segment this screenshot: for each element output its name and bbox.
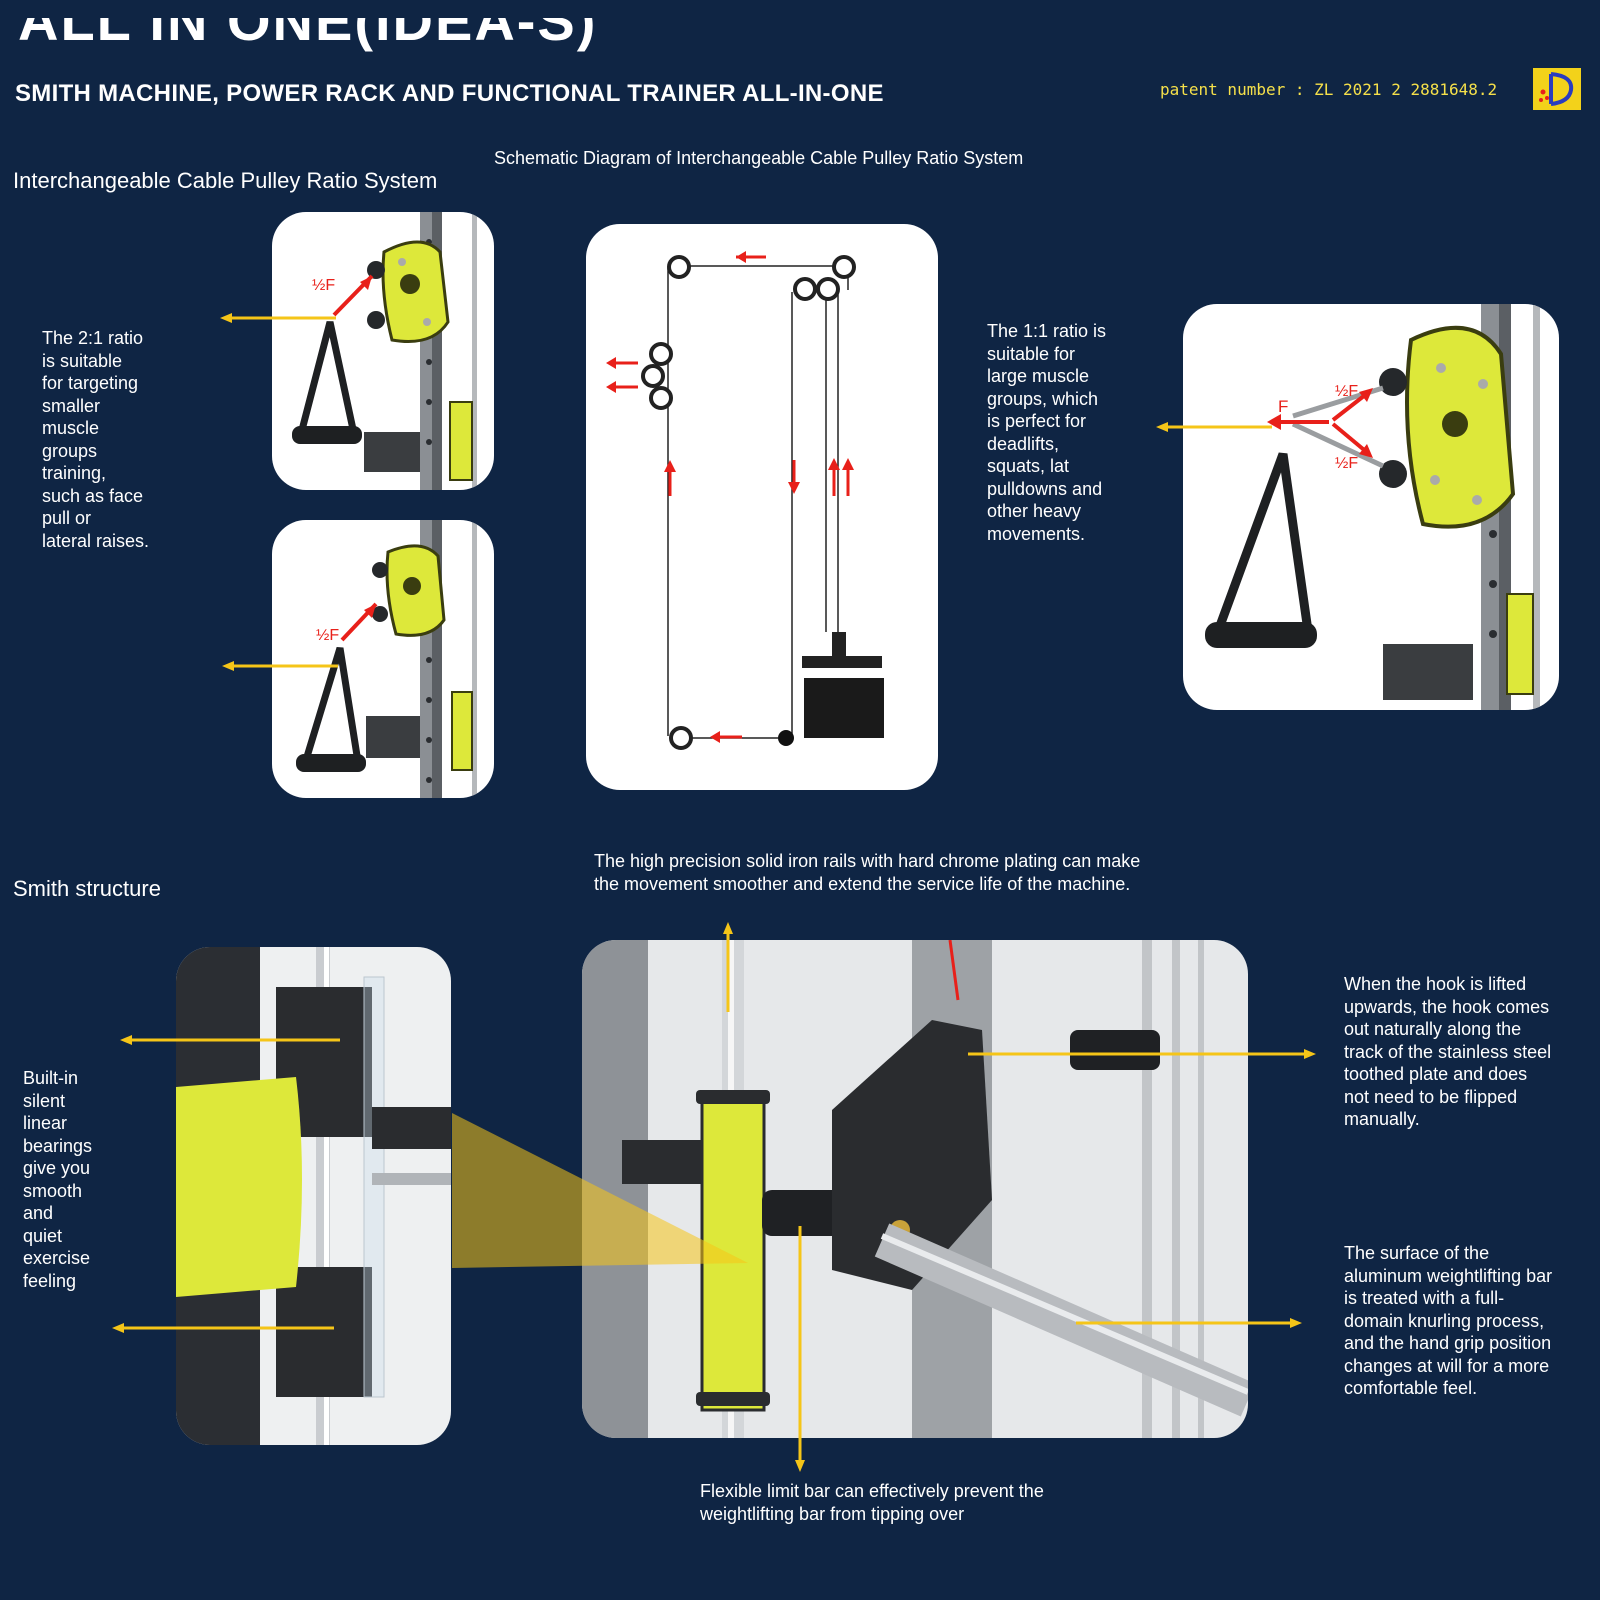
schematic-title: Schematic Diagram of Interchangeable Cab… <box>494 148 1024 168</box>
linear-bearing-photo <box>176 947 451 1445</box>
svg-text:½F: ½F <box>1335 455 1358 472</box>
pulley-section-title: Interchangeable Cable Pulley Ratio Syste… <box>13 168 438 193</box>
rails-caption: The high precision solid iron rails with… <box>594 851 1141 894</box>
pulley-schematic-diagram <box>586 224 938 790</box>
pulley-photo-2-1-top: ½F <box>272 212 494 490</box>
svg-text:½F: ½F <box>316 627 339 644</box>
page-title: SMITH MACHINE, POWER RACK AND FUNCTIONAL… <box>15 80 884 107</box>
cropped-headline: ALL IN ONE(IDEA-S) <box>18 18 598 52</box>
patent-number: patent number : ZL 2021 2 2881648.2 <box>1160 80 1498 99</box>
svg-text:½F: ½F <box>312 277 335 294</box>
smith-carriage-photo <box>582 940 1248 1438</box>
pulley-photo-2-1-bottom: ½F <box>272 520 494 798</box>
svg-text:F: F <box>1278 397 1288 416</box>
svg-text:½F: ½F <box>1335 383 1358 400</box>
brand-logo <box>1533 68 1581 110</box>
smith-section-title: Smith structure <box>13 876 161 901</box>
pulley-photo-1-1: F ½F ½F <box>1183 304 1559 710</box>
limit-bar-caption: Flexible limit bar can effectively preve… <box>700 1481 1044 1524</box>
